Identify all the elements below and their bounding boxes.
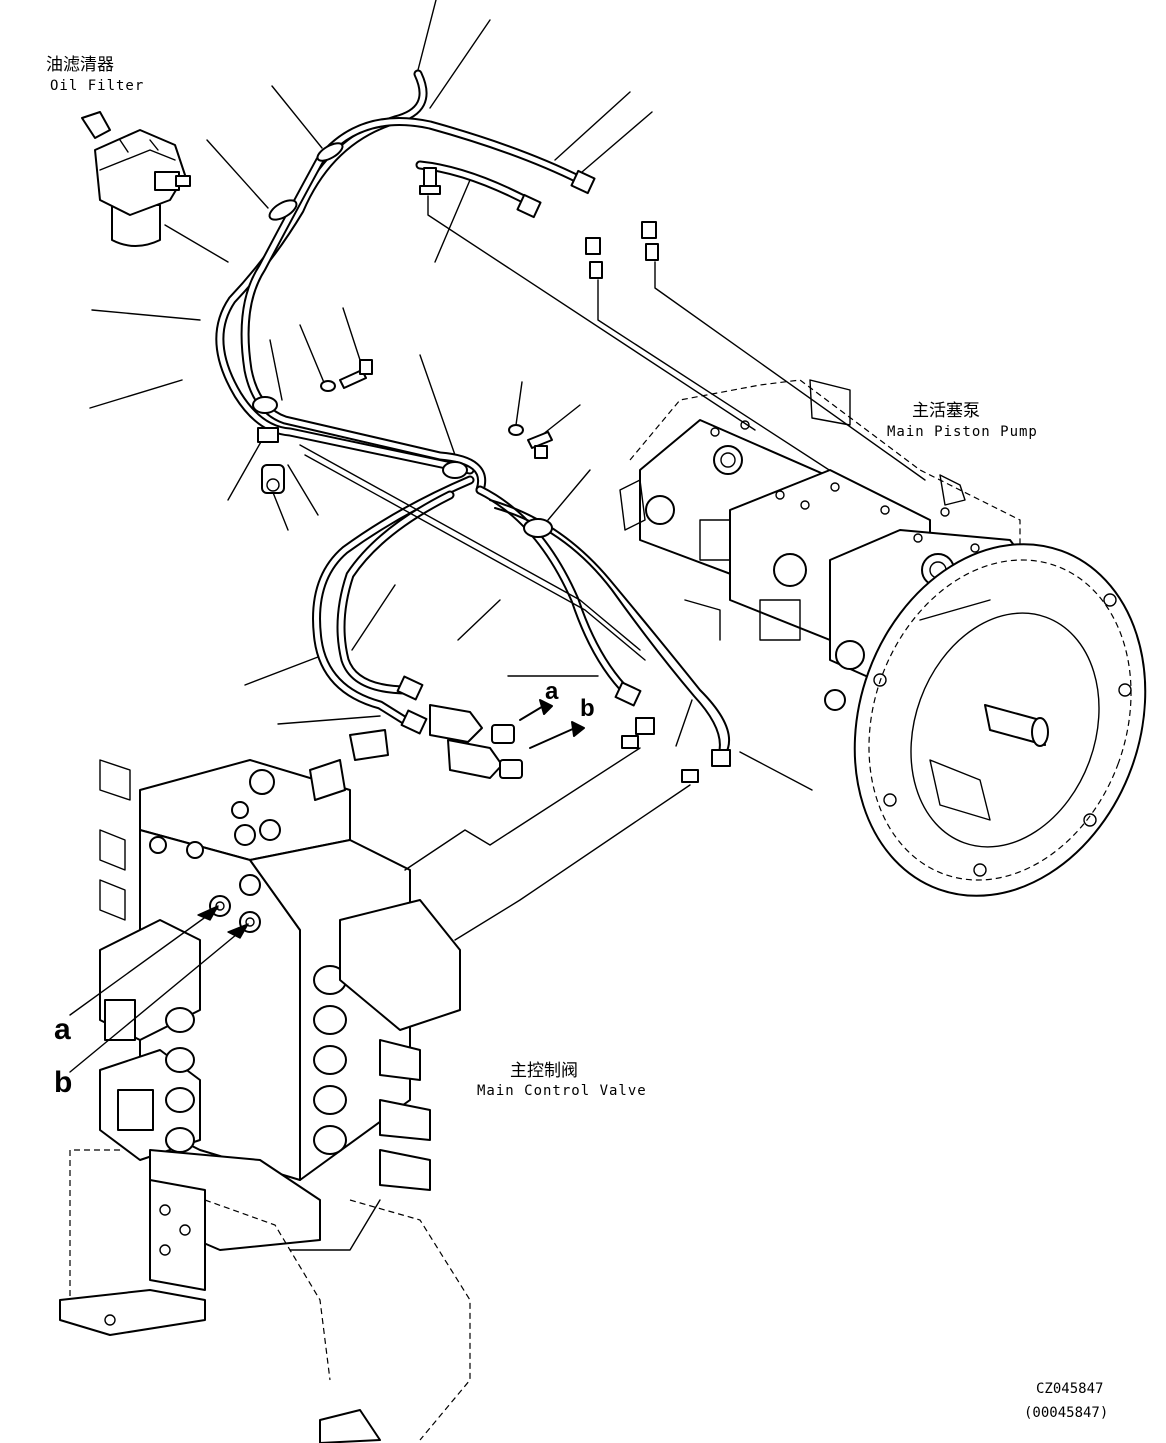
fittings-top <box>419 167 926 491</box>
valve-label-en: Main Control Valve <box>477 1083 647 1099</box>
main-control-valve-drawing <box>59 729 471 1443</box>
ref-a-valve: a <box>54 1013 71 1046</box>
valve-label-cn: 主控制阀 <box>510 1061 578 1081</box>
oil-filter-drawing <box>81 111 191 247</box>
fittings-lower <box>396 675 731 783</box>
pump-label-en: Main Piston Pump <box>887 424 1038 440</box>
valve-spools-left <box>104 999 195 1153</box>
ref-b-pipe: b <box>580 695 595 722</box>
oil-filter-label-cn: 油滤清器 <box>46 55 114 75</box>
ab-leaders <box>69 905 249 1073</box>
oil-filter-label-en: Oil Filter <box>50 78 145 94</box>
leader-lines <box>89 0 813 791</box>
drawing-number: (00045847) <box>1024 1405 1109 1421</box>
ref-a-pipe: a <box>545 678 559 705</box>
flywheel-housing-drawing <box>853 543 1147 897</box>
valve-port-pipes <box>404 747 691 941</box>
drawing-code: CZ045847 <box>1036 1381 1104 1397</box>
valve-spools-right <box>313 899 461 1191</box>
fasteners <box>320 359 553 459</box>
hose-routes <box>215 69 730 761</box>
hose-clamps <box>252 142 553 538</box>
pump-label-cn: 主活塞泵 <box>912 401 980 421</box>
ref-b-valve: b <box>54 1066 73 1099</box>
